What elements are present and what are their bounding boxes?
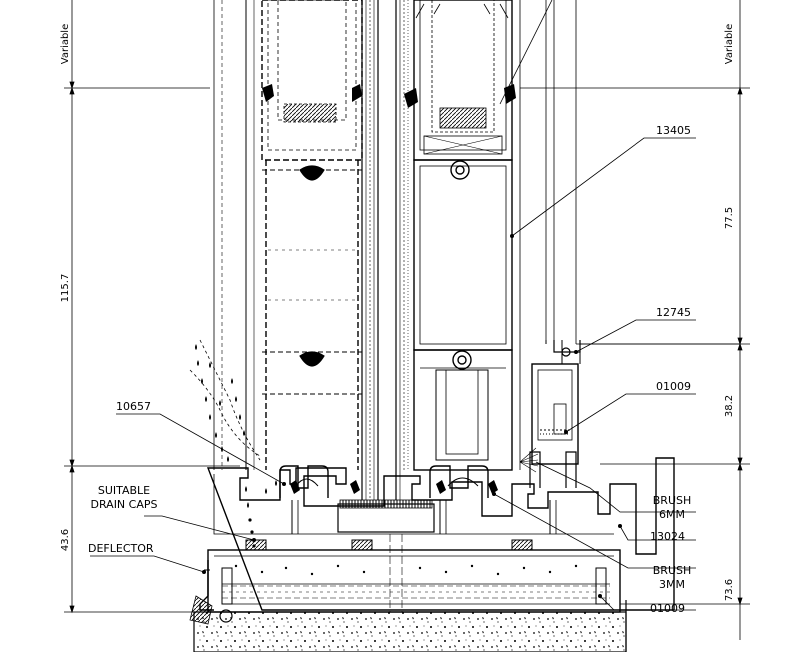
dim-right-38-2: 38.2	[724, 395, 735, 417]
dim-right-73-6: 73.6	[724, 579, 735, 601]
water-flow-droplets	[195, 344, 277, 508]
sill-track-profiles	[279, 451, 577, 498]
drain-caps	[245, 539, 533, 551]
right-sash-upper-dashes	[415, 3, 509, 19]
left-sash-glazing-wedges	[262, 84, 362, 102]
subsill-tray	[207, 534, 621, 613]
right-sash-screw-ports	[450, 160, 472, 370]
centre-brush-seal	[339, 499, 433, 509]
water-flow-dashed-curves	[189, 339, 261, 461]
left-sash-dashed	[261, 0, 363, 470]
callout-01009-top: 01009	[656, 380, 691, 393]
leader-lines	[90, 0, 696, 611]
callout-suitable: SUITABLE	[98, 484, 150, 497]
sill-wedge-gaskets	[290, 480, 498, 494]
right-sash-13405	[413, 0, 513, 471]
concrete-slab	[193, 611, 627, 652]
dim-right-77-5: 77.5	[724, 207, 735, 229]
interlock-dash-strip	[369, 0, 409, 500]
dim-left-43-6: 43.6	[60, 529, 71, 551]
callout-brush-3mm-1: BRUSH	[653, 564, 692, 577]
left-sash-rollers	[299, 165, 325, 367]
left-dimension-chain	[64, 0, 240, 614]
outer-frame-jamb	[531, 340, 740, 465]
right-sash-desiccant-spacer	[439, 107, 487, 129]
right-sash-glazing-wedges	[404, 84, 516, 108]
leader-dots	[202, 234, 622, 598]
dim-left-115-7: 115.7	[60, 274, 71, 303]
callout-10657: 10657	[116, 400, 151, 413]
dim-right-variable: Variable	[724, 24, 735, 65]
callout-13405: 13405	[656, 124, 691, 137]
callout-brush-6mm-2: 6MM	[659, 508, 685, 521]
tray-water-droplets	[234, 518, 578, 576]
callout-drain-caps: DRAIN CAPS	[91, 498, 158, 511]
right-dimension-chain	[520, 0, 750, 640]
left-sash-desiccant-spacer	[283, 103, 337, 123]
callout-brush-3mm-2: 3MM	[659, 578, 685, 591]
callout-deflector: DEFLECTOR	[88, 542, 154, 555]
callout-13024: 13024	[650, 530, 685, 543]
brush-6mm-rays	[519, 447, 539, 473]
frame-vertical-lines	[213, 0, 577, 500]
callout-12745: 12745	[656, 306, 691, 319]
callout-01009-bottom: 01009	[650, 602, 685, 615]
dim-left-variable: Variable	[60, 24, 71, 65]
callout-brush-6mm-1: BRUSH	[653, 494, 692, 507]
